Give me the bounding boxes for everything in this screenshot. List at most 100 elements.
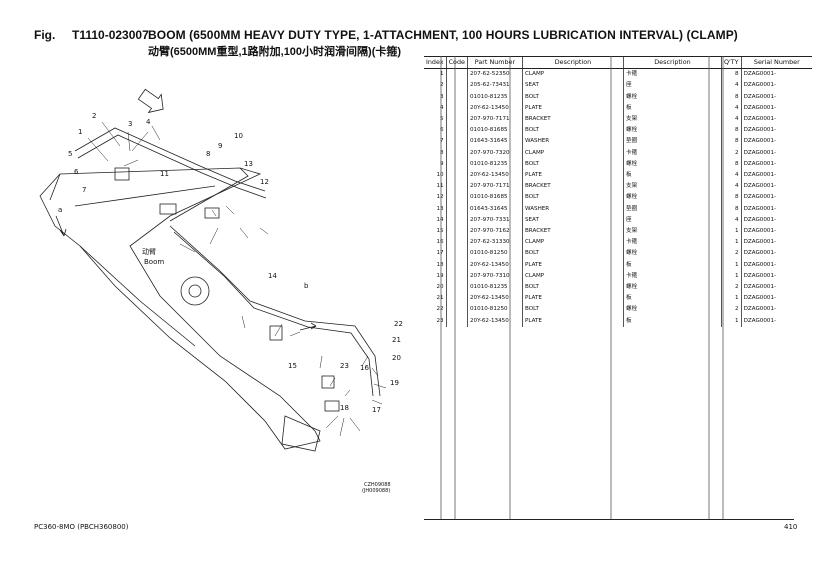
cell-serial-number: DZAG0001- bbox=[740, 102, 813, 115]
hydraulic-tube-lower bbox=[169, 225, 381, 397]
fwd-arrow-icon bbox=[137, 88, 164, 114]
cell-description-chinese: 支架 bbox=[622, 114, 722, 126]
cell-index: 10 bbox=[436, 172, 444, 179]
cell-description-english: PLATE bbox=[521, 293, 624, 305]
cell-description-chinese: 卡箍 bbox=[622, 68, 722, 81]
cell-description-english: BRACKET bbox=[521, 226, 624, 238]
cell-part-number: 01643-31645 bbox=[466, 203, 523, 215]
cell-description-english: PLATE bbox=[521, 259, 624, 271]
cell-index: 8 bbox=[440, 149, 444, 156]
letter-a: a bbox=[58, 206, 62, 214]
callout-5: 5 bbox=[68, 150, 72, 158]
cell-code bbox=[445, 270, 468, 283]
cell-description-english: PLATE bbox=[521, 102, 624, 115]
cell-serial-number: DZAG0001- bbox=[740, 125, 813, 137]
callout-2: 2 bbox=[92, 112, 96, 120]
parts-table: Index Code Part Number Description Descr… bbox=[424, 55, 813, 327]
cell-code bbox=[445, 181, 468, 193]
cell-serial-number: DZAG0001- bbox=[740, 203, 813, 215]
cell-quantity: 4 bbox=[720, 170, 742, 182]
cell-quantity: 1 bbox=[720, 293, 742, 305]
callout-9: 9 bbox=[218, 142, 222, 150]
cell-index: 23 bbox=[436, 317, 444, 324]
cell-index: 21 bbox=[436, 295, 444, 302]
cell-quantity: 4 bbox=[720, 214, 742, 227]
cell-code bbox=[445, 237, 468, 249]
cell-description-english: PLATE bbox=[521, 315, 624, 327]
callout-11: 11 bbox=[160, 170, 169, 178]
cell-serial-number: DZAG0001- bbox=[740, 270, 813, 283]
cell-part-number: 20Y-62-13450 bbox=[466, 259, 523, 271]
callout-1: 1 bbox=[78, 128, 82, 136]
cell-code bbox=[445, 282, 468, 294]
callout-22: 22 bbox=[394, 320, 403, 328]
figure-title-english: BOOM (6500MM HEAVY DUTY TYPE, 1-ATTACHME… bbox=[148, 28, 738, 42]
cell-serial-number: DZAG0001- bbox=[740, 158, 813, 171]
cell-description-chinese: 板 bbox=[622, 259, 722, 271]
cell-description-english: BOLT bbox=[521, 125, 624, 137]
cell-code bbox=[445, 293, 468, 305]
hydraulic-tube-upper bbox=[74, 127, 266, 192]
callout-4: 4 bbox=[146, 118, 151, 126]
cell-description-chinese: 垫圈 bbox=[622, 136, 722, 148]
cell-description-chinese: 板 bbox=[622, 315, 722, 327]
table-header-row: Index Code Part Number Description Descr… bbox=[424, 55, 813, 70]
cell-code bbox=[445, 192, 468, 204]
cell-description-chinese: 螺栓 bbox=[622, 158, 722, 171]
cell-code bbox=[445, 315, 468, 327]
drawing-code-alt: (JH009088) bbox=[362, 488, 390, 494]
cell-quantity: 4 bbox=[720, 102, 742, 115]
callout-15: 15 bbox=[288, 362, 297, 370]
cell-serial-number: DZAG0001- bbox=[740, 147, 813, 159]
callout-12: 12 bbox=[260, 178, 269, 186]
cell-code bbox=[445, 91, 468, 103]
cell-part-number: 207-62-31330 bbox=[466, 237, 523, 249]
cell-description-english: BOLT bbox=[521, 282, 624, 294]
header-code: Code bbox=[445, 55, 468, 70]
cell-code bbox=[445, 259, 468, 271]
cell-serial-number: DZAG0001- bbox=[740, 226, 813, 238]
cell-serial-number: DZAG0001- bbox=[740, 304, 813, 316]
cell-description-chinese: 螺栓 bbox=[622, 248, 722, 260]
cell-index: 1 bbox=[440, 71, 444, 78]
header-serial-number: Serial Number bbox=[740, 55, 813, 70]
cell-part-number: 205-62-73431 bbox=[466, 80, 523, 92]
cell-serial-number: DZAG0001- bbox=[740, 237, 813, 249]
cell-description-chinese: 螺栓 bbox=[622, 282, 722, 294]
cell-serial-number: DZAG0001- bbox=[740, 91, 813, 103]
cell-description-chinese: 座 bbox=[622, 214, 722, 227]
callout-3: 3 bbox=[128, 120, 132, 128]
cell-code bbox=[445, 226, 468, 238]
cell-index: 20 bbox=[436, 284, 444, 291]
cell-index: 4 bbox=[440, 104, 444, 111]
header-description-chinese: Description bbox=[622, 55, 722, 70]
cell-quantity: 2 bbox=[720, 304, 742, 316]
cell-code bbox=[445, 147, 468, 159]
cell-quantity: 2 bbox=[720, 248, 742, 260]
cell-part-number: 20Y-62-13450 bbox=[466, 102, 523, 115]
callout-6: 6 bbox=[74, 168, 79, 176]
cell-quantity: 8 bbox=[720, 158, 742, 171]
callout-18: 18 bbox=[340, 404, 349, 412]
cell-index: 14 bbox=[436, 216, 444, 223]
cell-part-number: 207-970-7171 bbox=[466, 181, 523, 193]
cell-code bbox=[445, 80, 468, 92]
cell-description-english: BOLT bbox=[521, 304, 624, 316]
cell-serial-number: DZAG0001- bbox=[740, 68, 813, 81]
callout-16: 16 bbox=[360, 364, 369, 372]
cell-index: 22 bbox=[436, 306, 444, 313]
boom-outline bbox=[39, 167, 321, 450]
cell-code bbox=[445, 102, 468, 115]
cell-quantity: 4 bbox=[720, 114, 742, 126]
cell-part-number: 01010-81235 bbox=[466, 158, 523, 171]
letter-b: b bbox=[304, 282, 309, 290]
